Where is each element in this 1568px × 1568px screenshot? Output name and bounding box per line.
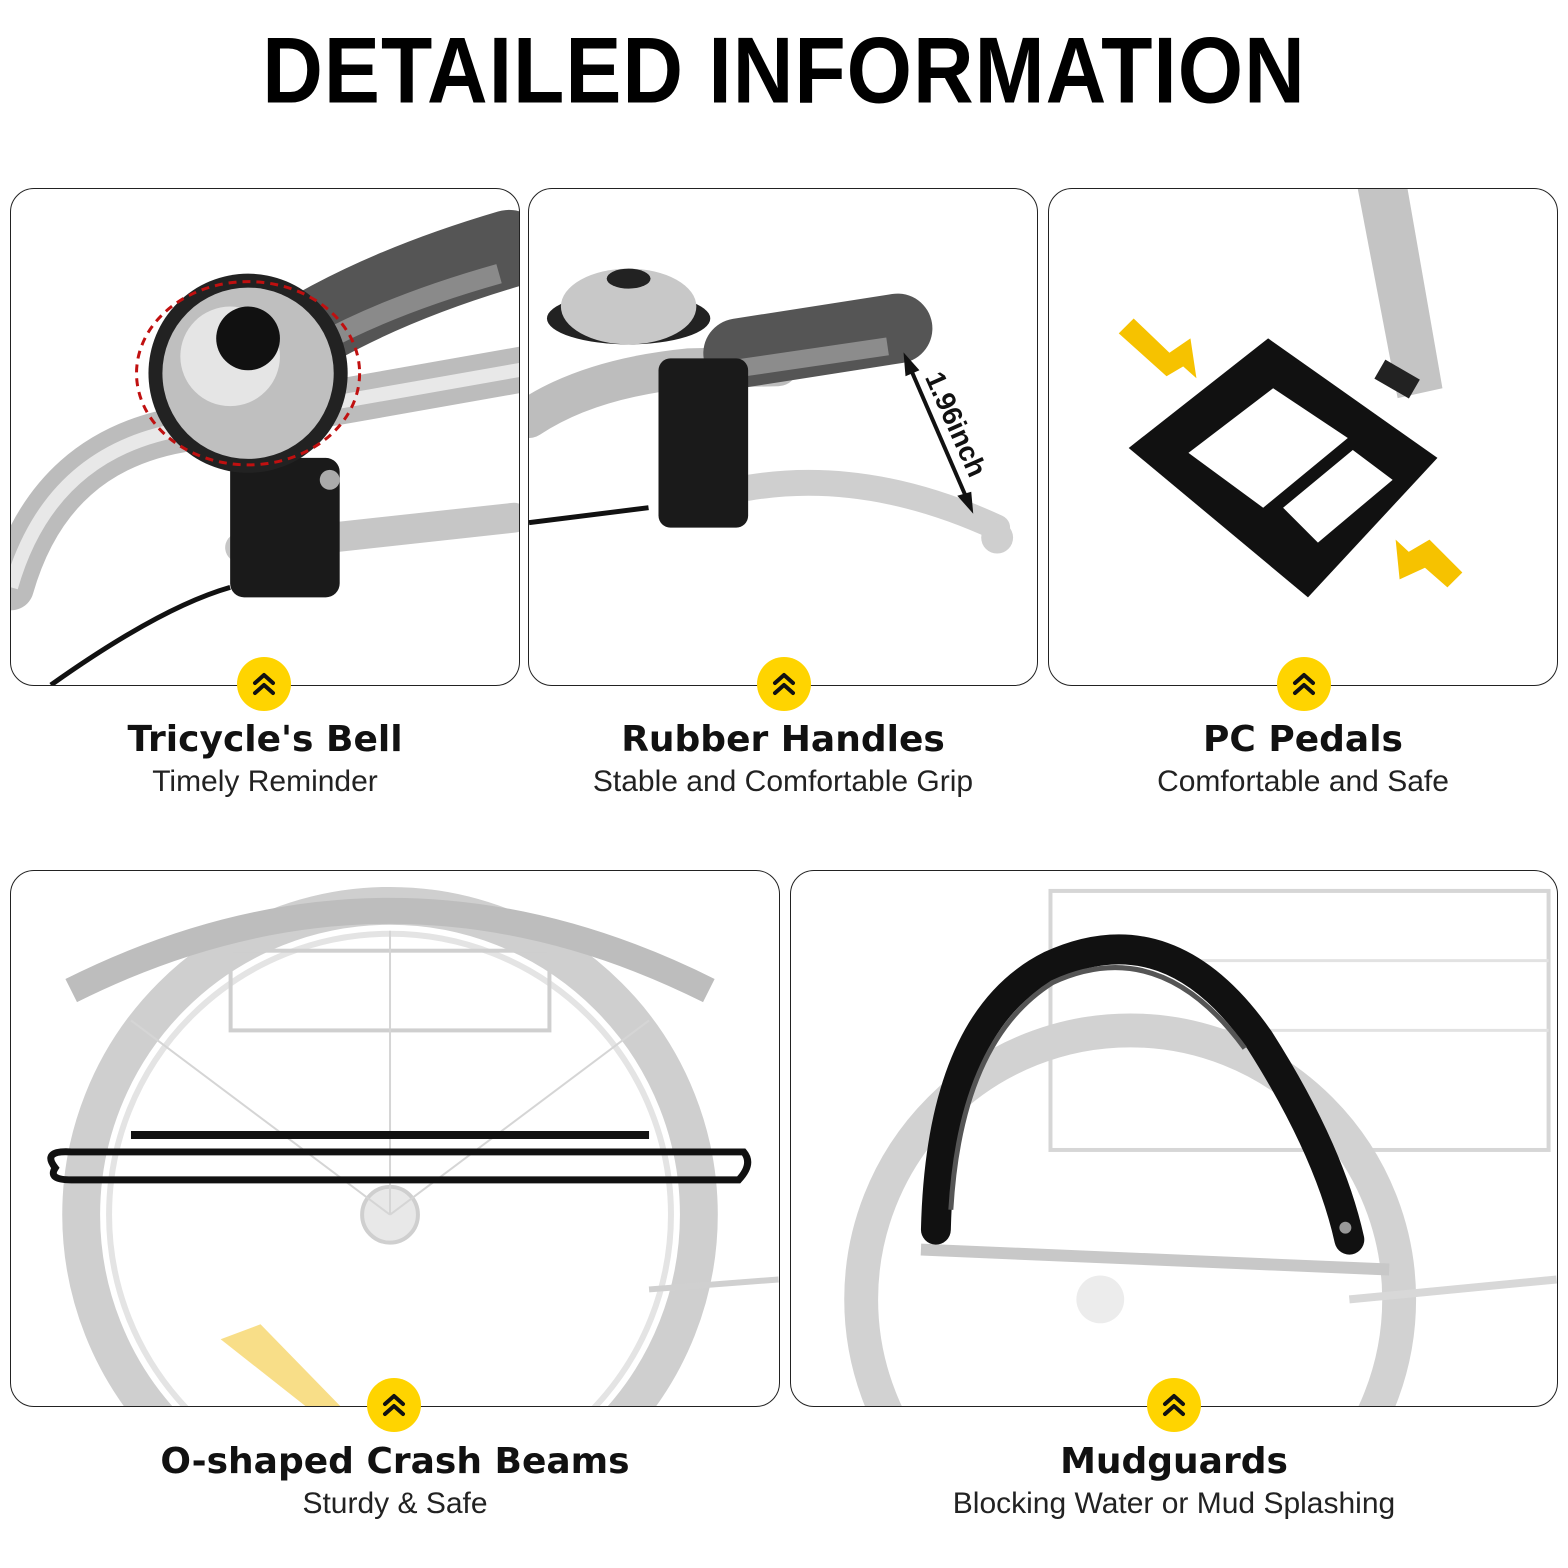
mudguard-photo xyxy=(790,870,1558,1407)
feature-subtitle: Stable and Comfortable Grip xyxy=(592,765,974,798)
feature-title: Mudguards xyxy=(1060,1441,1288,1482)
feature-caption-bell: Tricycle's Bell Timely Reminder xyxy=(10,718,520,802)
double-chevron-up-icon xyxy=(237,657,291,711)
pedals-illustration xyxy=(1118,189,1463,598)
feature-caption-pedals: PC Pedals Comfortable and Safe xyxy=(1048,718,1558,802)
feature-subtitle: Comfortable and Safe xyxy=(1157,765,1449,798)
feature-title: O-shaped Crash Beams xyxy=(160,1441,630,1482)
feature-title: PC Pedals xyxy=(1203,719,1403,760)
bell-photo xyxy=(10,188,520,686)
feature-subtitle: Timely Reminder xyxy=(152,765,378,798)
double-chevron-up-icon xyxy=(1147,1378,1201,1432)
double-chevron-up-icon xyxy=(757,657,811,711)
feature-caption-handles: Rubber Handles Stable and Comfortable Gr… xyxy=(528,718,1038,802)
page-title: DETAILED INFORMATION xyxy=(262,17,1306,123)
mudguard-illustration xyxy=(844,888,1557,1406)
feature-caption-crash-beams: O-shaped Crash Beams Sturdy & Safe xyxy=(10,1440,780,1524)
feature-subtitle: Sturdy & Safe xyxy=(302,1487,488,1520)
feature-subtitle: Blocking Water or Mud Splashing xyxy=(952,1487,1396,1520)
double-chevron-up-icon xyxy=(1277,657,1331,711)
handle-measurement-label: 1.96inch xyxy=(919,367,993,482)
handles-photo: 1.96inch xyxy=(528,188,1038,686)
feature-title: Rubber Handles xyxy=(621,719,945,760)
double-chevron-up-icon xyxy=(367,1378,421,1432)
crash-beam-photo xyxy=(10,870,780,1407)
feature-caption-mudguards: Mudguards Blocking Water or Mud Splashin… xyxy=(790,1440,1558,1524)
handles-illustration: 1.96inch xyxy=(529,268,1014,554)
feature-title: Tricycle's Bell xyxy=(127,719,403,760)
pedals-photo xyxy=(1048,188,1558,686)
crash-beam-illustration xyxy=(47,887,779,1406)
bell-illustration xyxy=(11,209,519,685)
